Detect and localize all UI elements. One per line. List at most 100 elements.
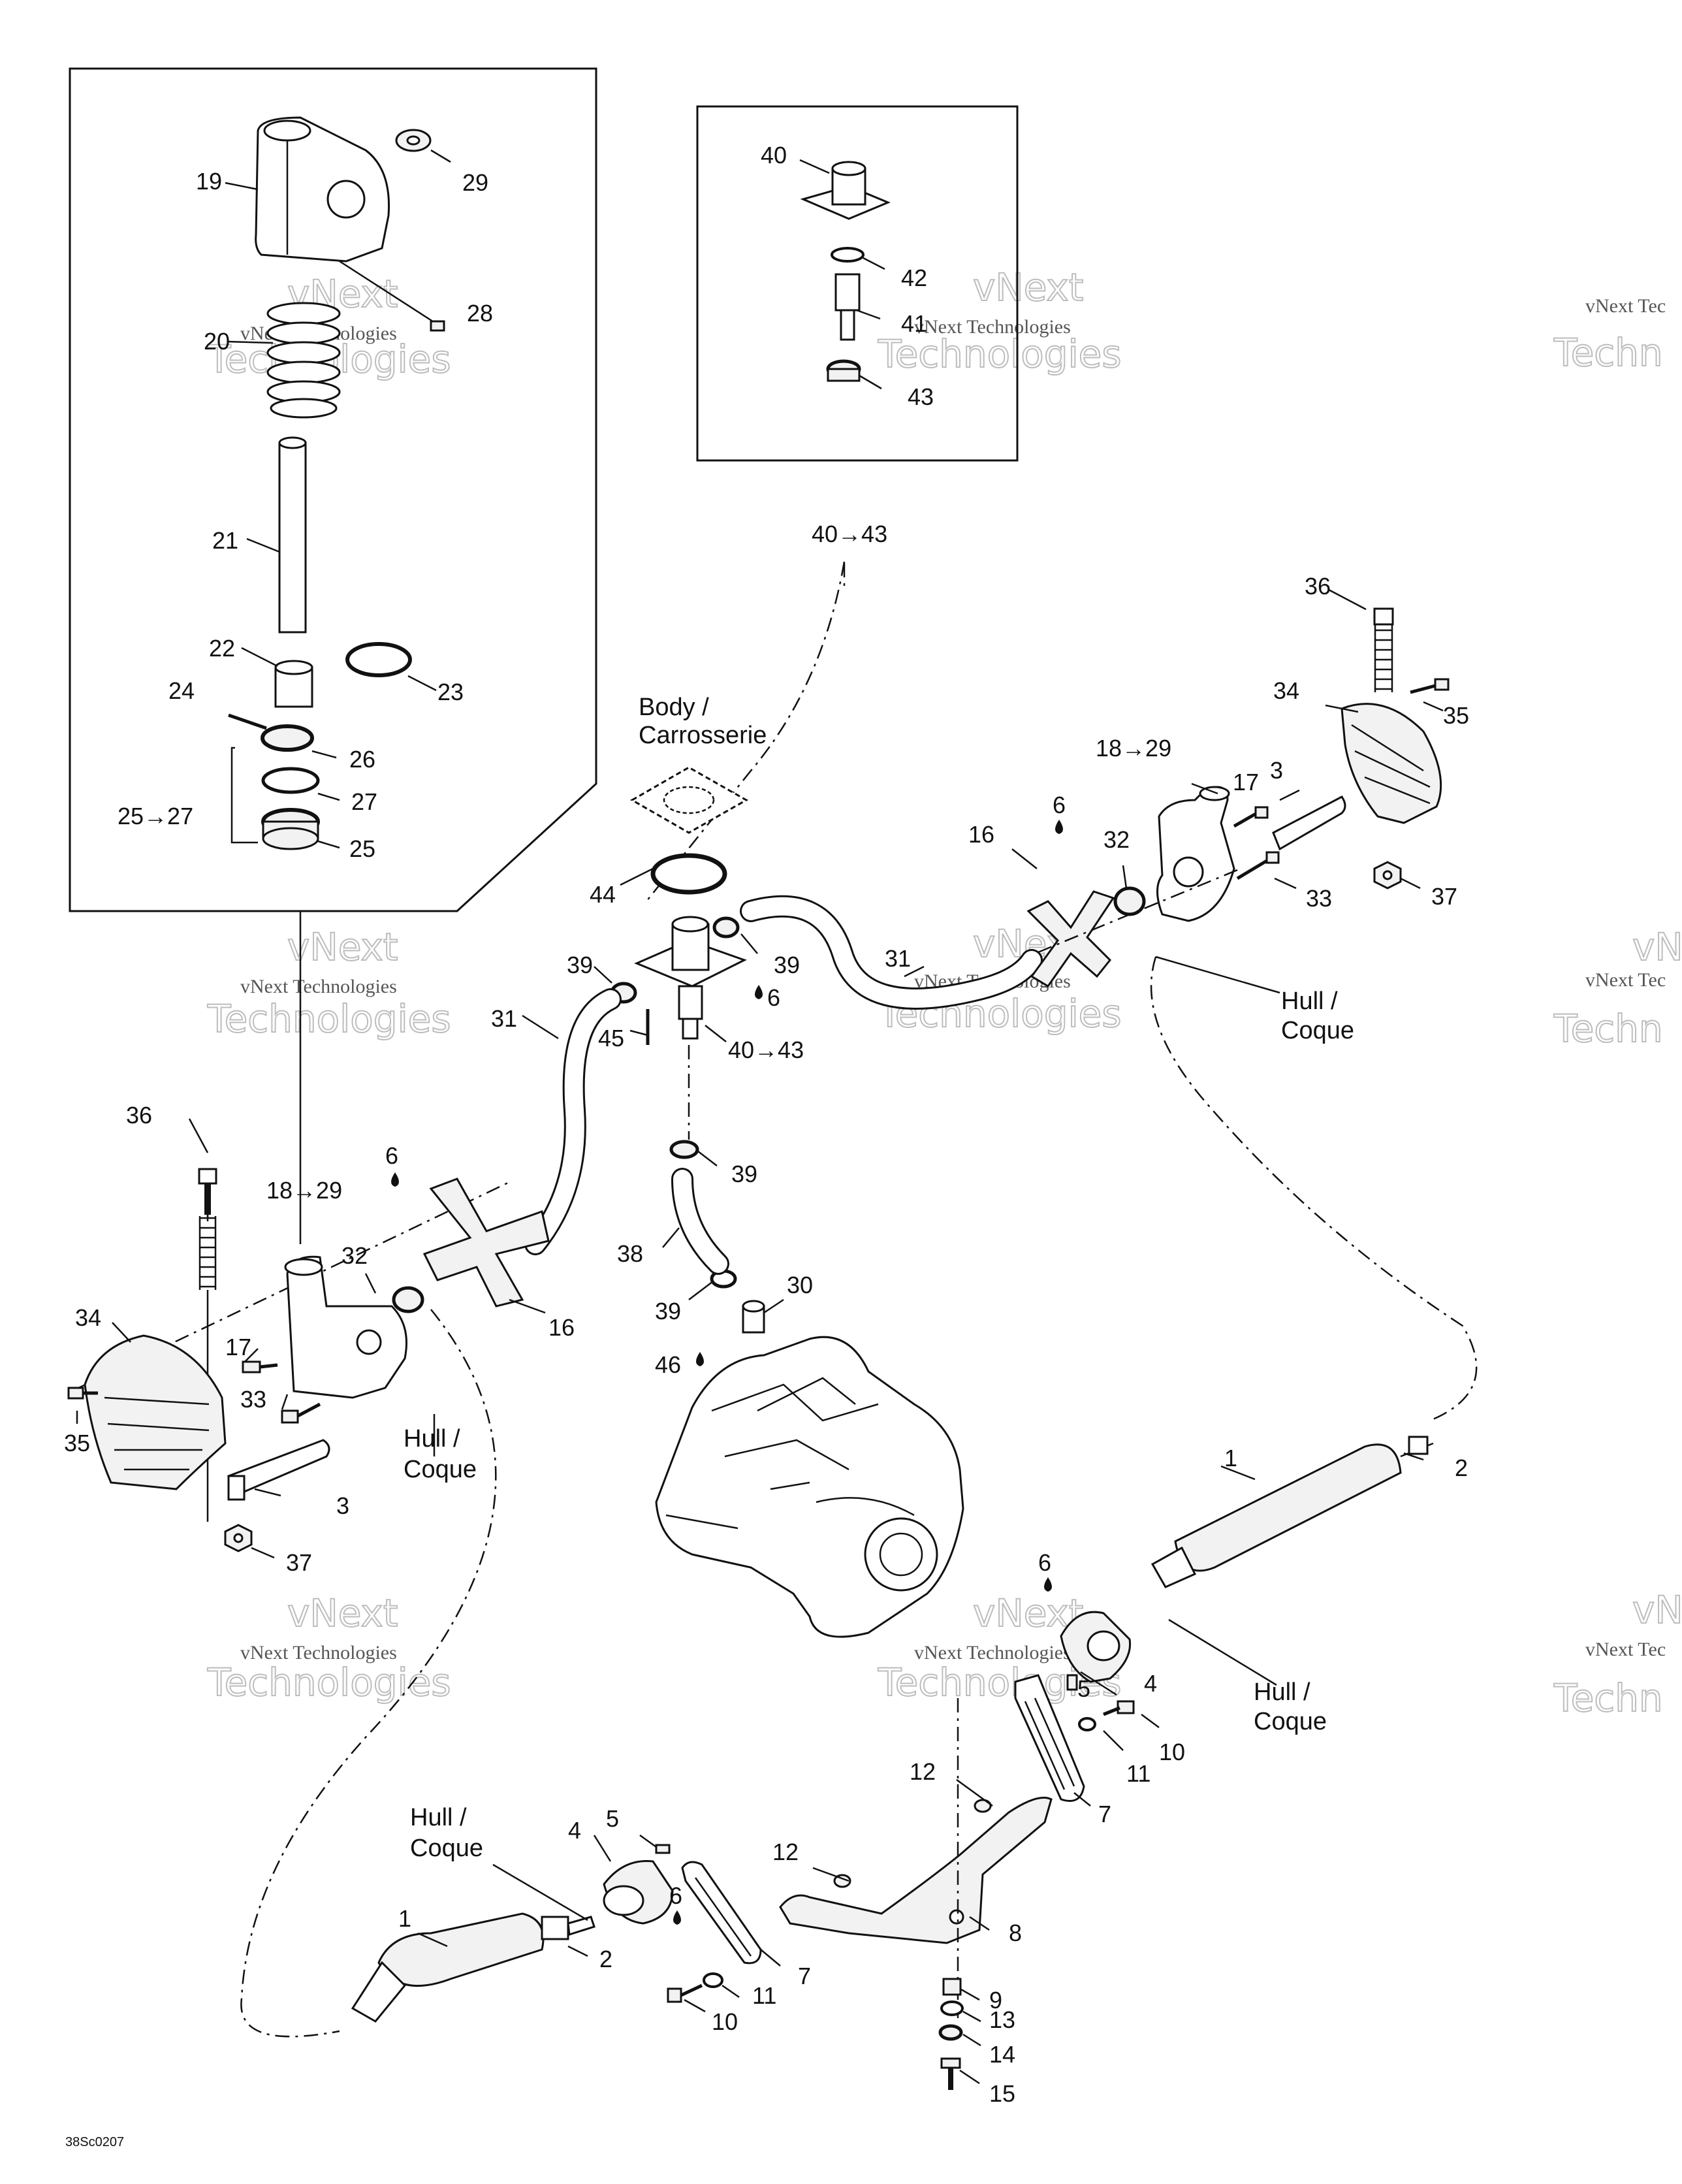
label-body: Body / bbox=[639, 694, 709, 721]
callout-33-left: 33 bbox=[240, 1386, 266, 1413]
callout-2-right: 2 bbox=[1455, 1454, 1468, 1481]
watermark-2: vNext vNext Technologies Technologies bbox=[877, 265, 1122, 377]
svg-text:vNext: vNext bbox=[287, 925, 398, 969]
callout-36-right: 36 bbox=[1305, 573, 1331, 600]
right-upper-assembly bbox=[1026, 607, 1450, 988]
callout-22: 22 bbox=[209, 635, 235, 662]
callout-36-left: 36 bbox=[126, 1102, 152, 1129]
part-26-bearing bbox=[261, 724, 314, 752]
oil-drop-icon bbox=[1055, 820, 1063, 834]
callout-7-left: 7 bbox=[798, 1963, 811, 1989]
svg-text:Techn: Techn bbox=[1553, 1676, 1663, 1720]
callout-20: 20 bbox=[204, 328, 230, 355]
part-4-mount-left bbox=[603, 1859, 674, 1925]
callout-39-low: 39 bbox=[655, 1298, 681, 1325]
body-gasket bbox=[629, 766, 749, 834]
part-24-pin bbox=[228, 713, 267, 730]
part-15-bolt bbox=[940, 2057, 961, 2090]
part-29-washer bbox=[395, 129, 432, 152]
watermark-edge-2: vNe vNext Tec Techn bbox=[1553, 924, 1682, 1052]
part-12-nut-right bbox=[974, 1799, 992, 1813]
svg-text:Technologies: Technologies bbox=[207, 1660, 451, 1705]
part-14-washer bbox=[938, 2024, 963, 2041]
callout-2-left: 2 bbox=[599, 1946, 612, 1972]
part-39-clamp-right bbox=[712, 916, 740, 939]
callout-34-left: 34 bbox=[75, 1304, 101, 1331]
svg-text:Techn: Techn bbox=[1553, 1006, 1663, 1051]
svg-text:vNext Tec: vNext Tec bbox=[1585, 1639, 1666, 1660]
label-range-40-43-mid: 40→43 bbox=[728, 1036, 804, 1063]
label-coque-upper-right: Coque bbox=[1281, 1017, 1354, 1044]
part-38-hose bbox=[671, 1168, 729, 1275]
callout-35-left: 35 bbox=[64, 1430, 90, 1456]
callout-27: 27 bbox=[351, 788, 377, 815]
watermark-6: vNext vNext Technologies Technologies bbox=[877, 1590, 1122, 1705]
svg-text:vNe: vNe bbox=[1632, 925, 1682, 969]
callout-25: 25 bbox=[349, 835, 375, 862]
center-assembly bbox=[610, 766, 765, 1334]
part-21-shaft bbox=[278, 436, 307, 634]
callout-5-left: 5 bbox=[606, 1805, 619, 1832]
part-4-mount-right bbox=[1060, 1611, 1132, 1683]
svg-text:Techn: Techn bbox=[1553, 330, 1663, 375]
callout-15: 15 bbox=[989, 2080, 1015, 2107]
part-36-bolt-right bbox=[1373, 607, 1394, 692]
part-37-nut-left bbox=[224, 1524, 253, 1552]
part-33-screw-right bbox=[1236, 851, 1280, 880]
callout-16-left: 16 bbox=[548, 1314, 575, 1341]
lower-left-assembly bbox=[351, 1844, 762, 2023]
part-10-bolt-right bbox=[1103, 1700, 1135, 1716]
callout-8: 8 bbox=[1009, 1919, 1022, 1946]
part-11-washer-left bbox=[703, 1972, 723, 1988]
region-labels: Body / Carrosserie Hull / Coque Hull / C… bbox=[65, 521, 1354, 2149]
callout-6-center: 6 bbox=[767, 984, 780, 1011]
part-31-hose-right bbox=[740, 895, 1043, 1010]
label-range-25-27: 25→27 bbox=[118, 803, 193, 829]
part-40-actuator bbox=[800, 161, 891, 220]
part-11-washer-right bbox=[1078, 1717, 1096, 1731]
oil-drop-icon bbox=[391, 1172, 399, 1187]
callout-14: 14 bbox=[989, 2041, 1015, 2068]
callout-39-mid: 39 bbox=[731, 1161, 757, 1187]
part-5-screw-right bbox=[1066, 1674, 1078, 1691]
callout-3-left: 3 bbox=[336, 1492, 349, 1519]
oil-drop-icon bbox=[755, 985, 763, 999]
label-range-18-29-right: 18→29 bbox=[1096, 735, 1171, 762]
svg-text:Technologies: Technologies bbox=[207, 997, 451, 1041]
callout-1-right: 1 bbox=[1224, 1445, 1237, 1471]
callout-1-left: 1 bbox=[398, 1905, 411, 1932]
part-43-seal bbox=[826, 359, 861, 382]
callout-4-right: 4 bbox=[1144, 1670, 1157, 1697]
svg-text:vNext Technologies: vNext Technologies bbox=[240, 1642, 397, 1663]
callout-4-left: 4 bbox=[568, 1817, 581, 1844]
callout-6-lower-right: 6 bbox=[1038, 1549, 1051, 1576]
callout-6-lower-left: 6 bbox=[669, 1882, 682, 1909]
part-39-clamp-mid bbox=[669, 1140, 699, 1159]
part-8-linkage bbox=[779, 1797, 1053, 1944]
callout-43: 43 bbox=[908, 383, 934, 410]
label-hull-lower-left: Hull / bbox=[410, 1804, 467, 1831]
svg-text:vNext Technologies: vNext Technologies bbox=[914, 316, 1071, 338]
part-32-ring-left bbox=[392, 1286, 424, 1313]
lubricant-symbols bbox=[391, 820, 1063, 1925]
callout-23: 23 bbox=[437, 679, 464, 705]
part-17-screw-left bbox=[242, 1360, 278, 1373]
callout-44: 44 bbox=[590, 881, 616, 908]
callout-11-left: 11 bbox=[752, 1982, 776, 2009]
label-coque-left: Coque bbox=[404, 1456, 477, 1483]
part-3-shaft-right bbox=[1272, 795, 1346, 851]
part-44-oring bbox=[650, 853, 727, 895]
svg-text:vNe: vNe bbox=[1632, 1588, 1682, 1632]
callout-24: 24 bbox=[168, 677, 195, 704]
label-coque-lower-left: Coque bbox=[410, 1835, 483, 1862]
part-40-assembly bbox=[634, 916, 747, 1040]
watermark-edge-3: vNe vNext Tec Techn bbox=[1553, 1587, 1682, 1721]
watermark-3: vNext vNext Technologies Technologies bbox=[206, 924, 452, 1042]
part-34-cover-left bbox=[84, 1334, 227, 1490]
callout-31-right: 31 bbox=[885, 945, 911, 972]
part-18-housing-left bbox=[284, 1255, 407, 1399]
svg-text:vNext Tec: vNext Tec bbox=[1585, 295, 1666, 317]
part-9-spacer bbox=[942, 1978, 962, 1996]
callout-32-right: 32 bbox=[1103, 826, 1130, 853]
callout-42: 42 bbox=[901, 265, 927, 291]
